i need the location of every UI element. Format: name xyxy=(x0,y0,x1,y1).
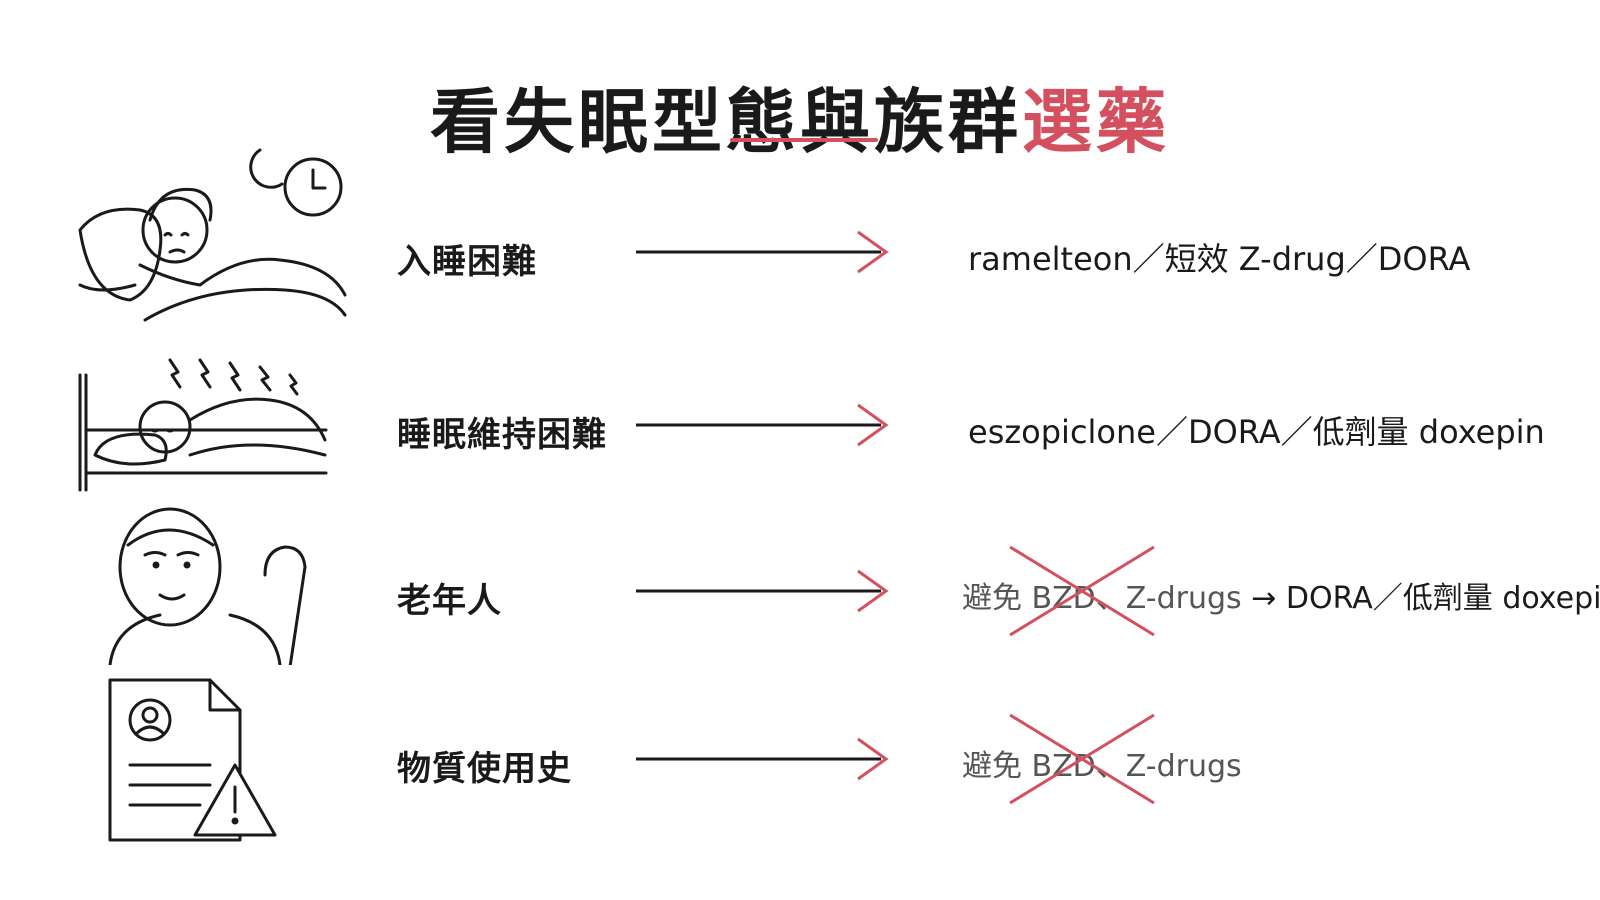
row-sleep-onset: 入睡困難 ramelteon／短效 Z-drug／DORA xyxy=(0,140,1600,322)
cross-out-icon xyxy=(1009,713,1155,805)
result-main: DORA／低劑量 doxepin xyxy=(1285,581,1600,616)
row-elderly: 老年人 避免 BZD、Z-drugs → DORA／低劑量 doxepin xyxy=(0,495,1600,669)
row-label: 物質使用史 xyxy=(397,749,572,789)
arrow-icon xyxy=(636,569,889,613)
result-text: eszopiclone／DORA／低劑量 doxepin xyxy=(968,413,1545,451)
avoid-label: 避免 BZD、Z-drugs xyxy=(962,749,1242,784)
result-text: 避免 BZD、Z-drugs → DORA／低劑量 doxepin xyxy=(962,545,1600,637)
arrow-icon xyxy=(636,403,889,447)
row-label: 睡眠維持困難 xyxy=(397,415,607,455)
result-arrow: → xyxy=(1251,581,1277,616)
avoid-label: 避免 BZD、Z-drugs xyxy=(962,581,1242,616)
arrow-icon xyxy=(636,737,889,781)
row-label: 老年人 xyxy=(397,581,502,621)
avoid-text: 避免 BZD、Z-drugs xyxy=(962,545,1242,637)
title-underline xyxy=(730,138,878,142)
sleepless-person-icon xyxy=(70,140,360,322)
result-text: 避免 BZD、Z-drugs xyxy=(962,713,1242,805)
row-substance-history: 物質使用史 避免 BZD、Z-drugs xyxy=(0,675,1600,845)
row-label: 入睡困難 xyxy=(397,242,537,282)
elderly-person-icon xyxy=(70,495,360,669)
title-accent: 選藥 xyxy=(1022,80,1170,163)
row-sleep-maintenance: 睡眠維持困難 eszopiclone／DORA／低劑量 doxepin xyxy=(0,345,1600,515)
avoid-text: 避免 BZD、Z-drugs xyxy=(962,713,1242,805)
cross-out-icon xyxy=(1009,545,1155,637)
page-title: 看失眠型態與族群選藥 xyxy=(0,77,1600,167)
waking-person-icon xyxy=(70,345,360,515)
result-text: ramelteon／短效 Z-drug／DORA xyxy=(968,240,1471,278)
title-main: 看失眠型態與族群 xyxy=(430,80,1022,163)
document-warning-icon xyxy=(70,675,360,845)
arrow-icon xyxy=(636,230,889,274)
